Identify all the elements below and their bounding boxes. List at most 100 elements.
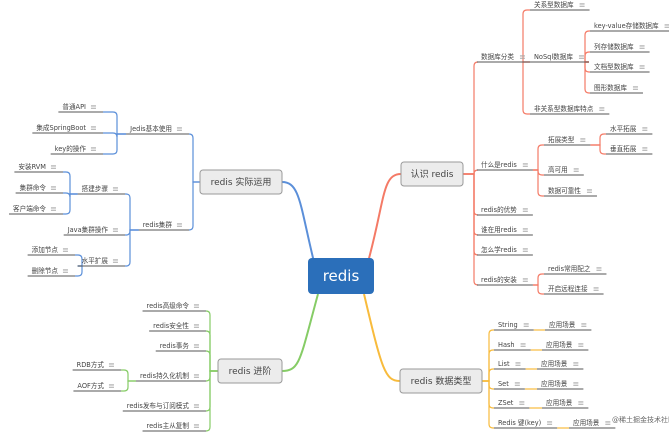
main-topic-box[interactable] bbox=[399, 368, 483, 394]
topic-node[interactable]: 应用场景≡ bbox=[537, 379, 584, 390]
note-icon[interactable]: ≡ bbox=[520, 341, 527, 350]
main-topic-box[interactable] bbox=[217, 358, 283, 384]
note-icon[interactable]: ≡ bbox=[580, 321, 587, 330]
note-icon[interactable]: ≡ bbox=[641, 125, 648, 134]
topic-node[interactable]: NoSql数据库≡ bbox=[530, 52, 589, 63]
note-icon[interactable]: ≡ bbox=[193, 302, 200, 311]
topic-node[interactable]: 非关系型数据库特点≡ bbox=[530, 104, 610, 115]
note-icon[interactable]: ≡ bbox=[193, 402, 200, 411]
topic-node[interactable]: Hash≡ bbox=[494, 341, 531, 351]
note-icon[interactable]: ≡ bbox=[519, 53, 526, 62]
topic-node[interactable]: redis高级命令≡ bbox=[142, 301, 206, 312]
note-icon[interactable]: ≡ bbox=[572, 380, 579, 389]
topic-node[interactable]: 应用场景≡ bbox=[537, 359, 584, 370]
note-icon[interactable]: ≡ bbox=[593, 285, 600, 294]
note-icon[interactable]: ≡ bbox=[514, 380, 521, 389]
main-topic[interactable]: redis 数据类型 bbox=[399, 368, 483, 394]
topic-node[interactable]: 列存储数据库≡ bbox=[590, 42, 650, 53]
topic-node[interactable]: 高可用≡ bbox=[544, 165, 584, 176]
note-icon[interactable]: ≡ bbox=[515, 360, 522, 369]
note-icon[interactable]: ≡ bbox=[522, 246, 529, 255]
topic-node[interactable]: key-value存储数据库≡ bbox=[590, 21, 669, 32]
topic-node[interactable]: redis发布与订阅模式≡ bbox=[122, 401, 206, 412]
note-icon[interactable]: ≡ bbox=[193, 322, 200, 331]
topic-node[interactable]: 数据库分类≡ bbox=[477, 52, 530, 63]
note-icon[interactable]: ≡ bbox=[176, 221, 183, 230]
topic-node[interactable]: Set≡ bbox=[494, 380, 525, 390]
topic-node[interactable]: 应用场景≡ bbox=[545, 320, 592, 331]
topic-node[interactable]: 开启远程连接≡ bbox=[544, 284, 604, 295]
topic-node[interactable]: 图形数据库≡ bbox=[590, 83, 643, 94]
main-topic[interactable]: redis 实际运用 bbox=[199, 169, 283, 195]
note-icon[interactable]: ≡ bbox=[577, 399, 584, 408]
note-icon[interactable]: ≡ bbox=[522, 226, 529, 235]
topic-node[interactable]: 怎么学redis≡ bbox=[477, 245, 533, 256]
topic-node[interactable]: Jedis基本使用≡ bbox=[126, 124, 189, 135]
topic-node[interactable]: RDB方式≡ bbox=[72, 360, 121, 371]
note-icon[interactable]: ≡ bbox=[112, 257, 119, 266]
note-icon[interactable]: ≡ bbox=[604, 419, 611, 428]
note-icon[interactable]: ≡ bbox=[522, 276, 529, 285]
note-icon[interactable]: ≡ bbox=[572, 360, 579, 369]
topic-node[interactable]: redis持久化机制≡ bbox=[135, 371, 206, 382]
topic-node[interactable]: redis事务≡ bbox=[155, 341, 206, 352]
topic-node[interactable]: Java集群操作≡ bbox=[63, 225, 125, 236]
main-topic[interactable]: 认识 redis bbox=[400, 161, 464, 187]
main-topic-box[interactable] bbox=[400, 161, 464, 187]
root-box[interactable] bbox=[308, 258, 374, 294]
topic-node[interactable]: 应用场景≡ bbox=[569, 418, 616, 429]
main-topic-box[interactable] bbox=[199, 169, 283, 195]
note-icon[interactable]: ≡ bbox=[632, 84, 639, 93]
topic-node[interactable]: redis常用配之≡ bbox=[544, 264, 607, 275]
note-icon[interactable]: ≡ bbox=[641, 145, 648, 154]
topic-node[interactable]: 集群命令≡ bbox=[15, 183, 63, 194]
note-icon[interactable]: ≡ bbox=[522, 161, 529, 170]
topic-node[interactable]: 文档型数据库≡ bbox=[590, 62, 650, 73]
main-topic[interactable]: redis 进阶 bbox=[217, 358, 283, 384]
note-icon[interactable]: ≡ bbox=[518, 399, 525, 408]
topic-node[interactable]: Redis 键(key)≡ bbox=[494, 418, 558, 429]
topic-node[interactable]: 集成SpringBoot≡ bbox=[32, 123, 103, 134]
topic-node[interactable]: 关系型数据库≡ bbox=[530, 0, 590, 11]
note-icon[interactable]: ≡ bbox=[90, 145, 97, 154]
topic-node[interactable]: key的操作≡ bbox=[50, 144, 103, 155]
topic-node[interactable]: 添加节点≡ bbox=[27, 245, 75, 256]
topic-node[interactable]: AOF方式≡ bbox=[73, 381, 121, 392]
note-icon[interactable]: ≡ bbox=[639, 63, 646, 72]
topic-node[interactable]: 应用场景≡ bbox=[542, 340, 589, 351]
topic-node[interactable]: 水平拓展≡ bbox=[606, 124, 653, 135]
note-icon[interactable]: ≡ bbox=[546, 419, 553, 428]
note-icon[interactable]: ≡ bbox=[62, 267, 69, 276]
note-icon[interactable]: ≡ bbox=[176, 125, 183, 134]
topic-node[interactable]: 删除节点≡ bbox=[27, 266, 75, 277]
topic-node[interactable]: 数据可靠性≡ bbox=[544, 186, 597, 197]
note-icon[interactable]: ≡ bbox=[112, 185, 119, 194]
note-icon[interactable]: ≡ bbox=[193, 422, 200, 431]
note-icon[interactable]: ≡ bbox=[523, 321, 530, 330]
topic-node[interactable]: 搭建步骤≡ bbox=[77, 184, 125, 195]
topic-node[interactable]: String≡ bbox=[494, 321, 534, 331]
note-icon[interactable]: ≡ bbox=[577, 341, 584, 350]
note-icon[interactable]: ≡ bbox=[579, 136, 586, 145]
note-icon[interactable]: ≡ bbox=[108, 382, 115, 391]
topic-node[interactable]: redis的优势≡ bbox=[477, 205, 533, 216]
topic-node[interactable]: ZSet≡ bbox=[494, 399, 530, 409]
note-icon[interactable]: ≡ bbox=[50, 184, 57, 193]
topic-node[interactable]: 拓展类型≡ bbox=[544, 135, 591, 146]
note-icon[interactable]: ≡ bbox=[90, 103, 97, 112]
note-icon[interactable]: ≡ bbox=[598, 105, 605, 114]
topic-node[interactable]: redis主从复制≡ bbox=[142, 421, 206, 432]
note-icon[interactable]: ≡ bbox=[586, 187, 593, 196]
note-icon[interactable]: ≡ bbox=[50, 205, 57, 214]
topic-node[interactable]: 普通API≡ bbox=[58, 102, 103, 113]
note-icon[interactable]: ≡ bbox=[579, 1, 586, 10]
topic-node[interactable]: redis安全性≡ bbox=[149, 321, 206, 332]
note-icon[interactable]: ≡ bbox=[90, 124, 97, 133]
note-icon[interactable]: ≡ bbox=[664, 22, 669, 31]
note-icon[interactable]: ≡ bbox=[573, 166, 580, 175]
note-icon[interactable]: ≡ bbox=[522, 206, 529, 215]
note-icon[interactable]: ≡ bbox=[108, 361, 115, 370]
note-icon[interactable]: ≡ bbox=[193, 342, 200, 351]
note-icon[interactable]: ≡ bbox=[595, 265, 602, 274]
note-icon[interactable]: ≡ bbox=[50, 163, 57, 172]
